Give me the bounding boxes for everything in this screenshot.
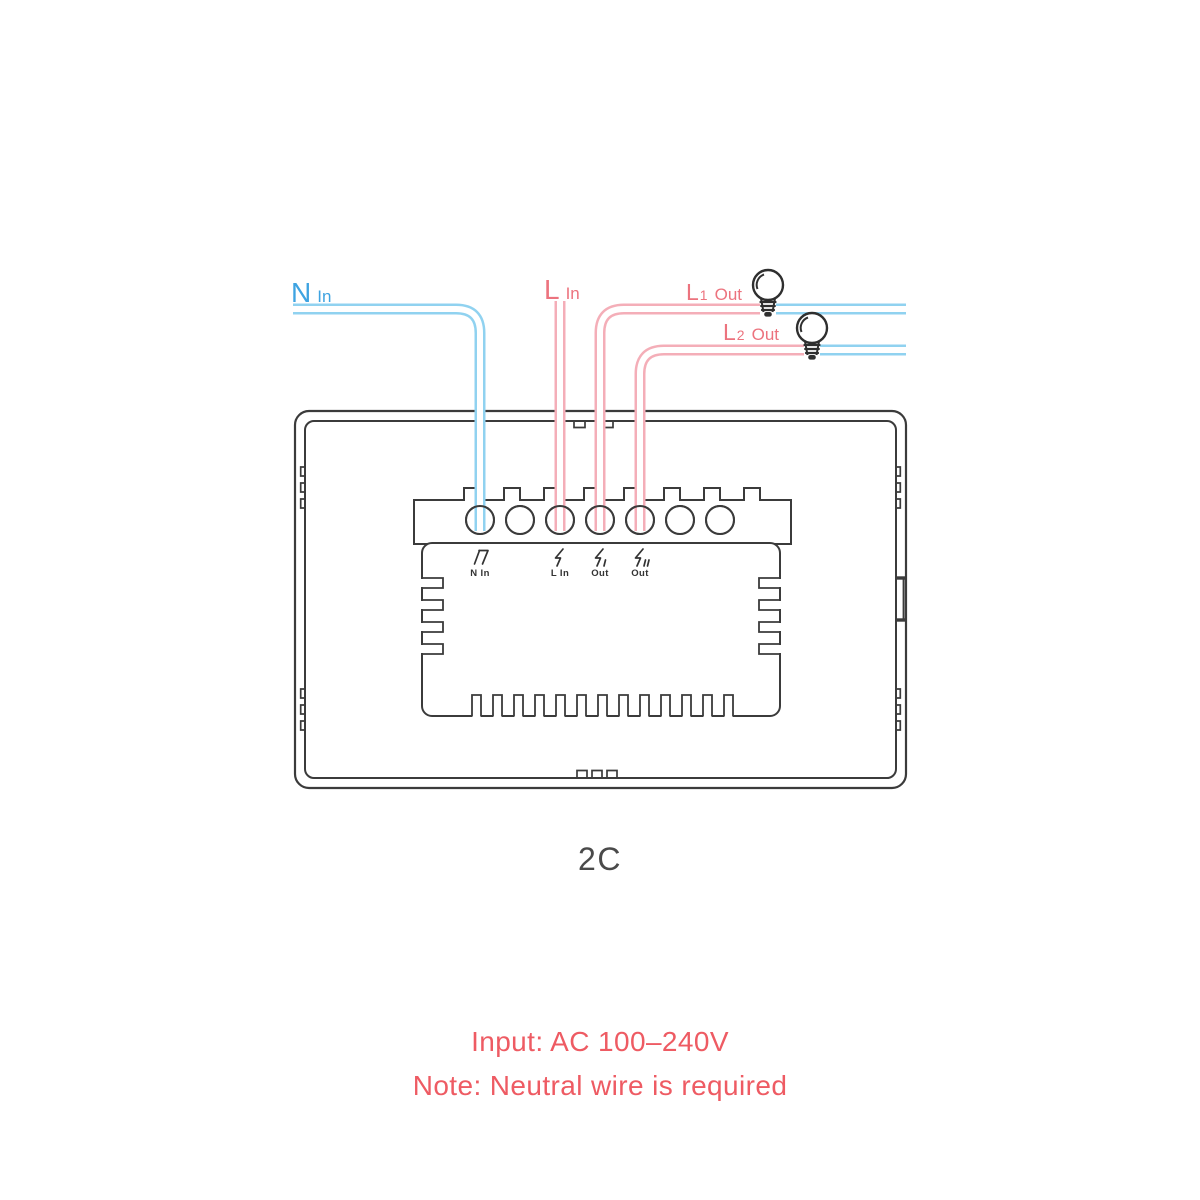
live-main: L [544, 274, 560, 305]
l1-num: 1 [699, 287, 708, 303]
terminal-label-n-in: N In [470, 568, 490, 579]
terminal-label-l-in: L In [550, 568, 570, 579]
l2-out-wire [634, 344, 806, 531]
neutral-main: N [291, 277, 312, 308]
neutral-note-line: Note: Neutral wire is required [412, 1070, 788, 1101]
model-caption: 2C [578, 841, 622, 877]
l2-main: L [723, 319, 736, 345]
input-spec-line: Input: AC 100–240V [471, 1026, 729, 1057]
terminal-label-out1: Out [591, 568, 609, 579]
live-sub: In [565, 284, 580, 303]
label-l1-out: L1 Out [686, 281, 742, 304]
l1-out-wire [594, 303, 762, 531]
l2-num: 2 [736, 327, 745, 343]
light-bulb-1-icon [751, 268, 785, 317]
heatsink-fins [420, 577, 782, 718]
l1-main: L [686, 279, 699, 305]
lightning-load2-icon [634, 548, 650, 567]
right-connector-tab [896, 576, 905, 622]
light-bulb-2-icon [795, 311, 829, 360]
l1-sub: Out [714, 285, 742, 304]
lightning-load1-icon [594, 548, 607, 567]
label-neutral-in: N In [291, 279, 331, 307]
lightning-icon [554, 548, 564, 567]
label-l2-out: L2 Out [723, 321, 779, 344]
neutral-in-wire [293, 303, 486, 531]
neutral-sub: In [317, 287, 332, 306]
terminal-screws-outline [465, 505, 735, 535]
neutral-line-icon [473, 549, 489, 565]
terminal-label-out2: Out [631, 568, 649, 579]
frame-edge-notches [299, 422, 902, 777]
l2-sub: Out [751, 325, 779, 344]
label-live-in: L In [544, 276, 580, 304]
